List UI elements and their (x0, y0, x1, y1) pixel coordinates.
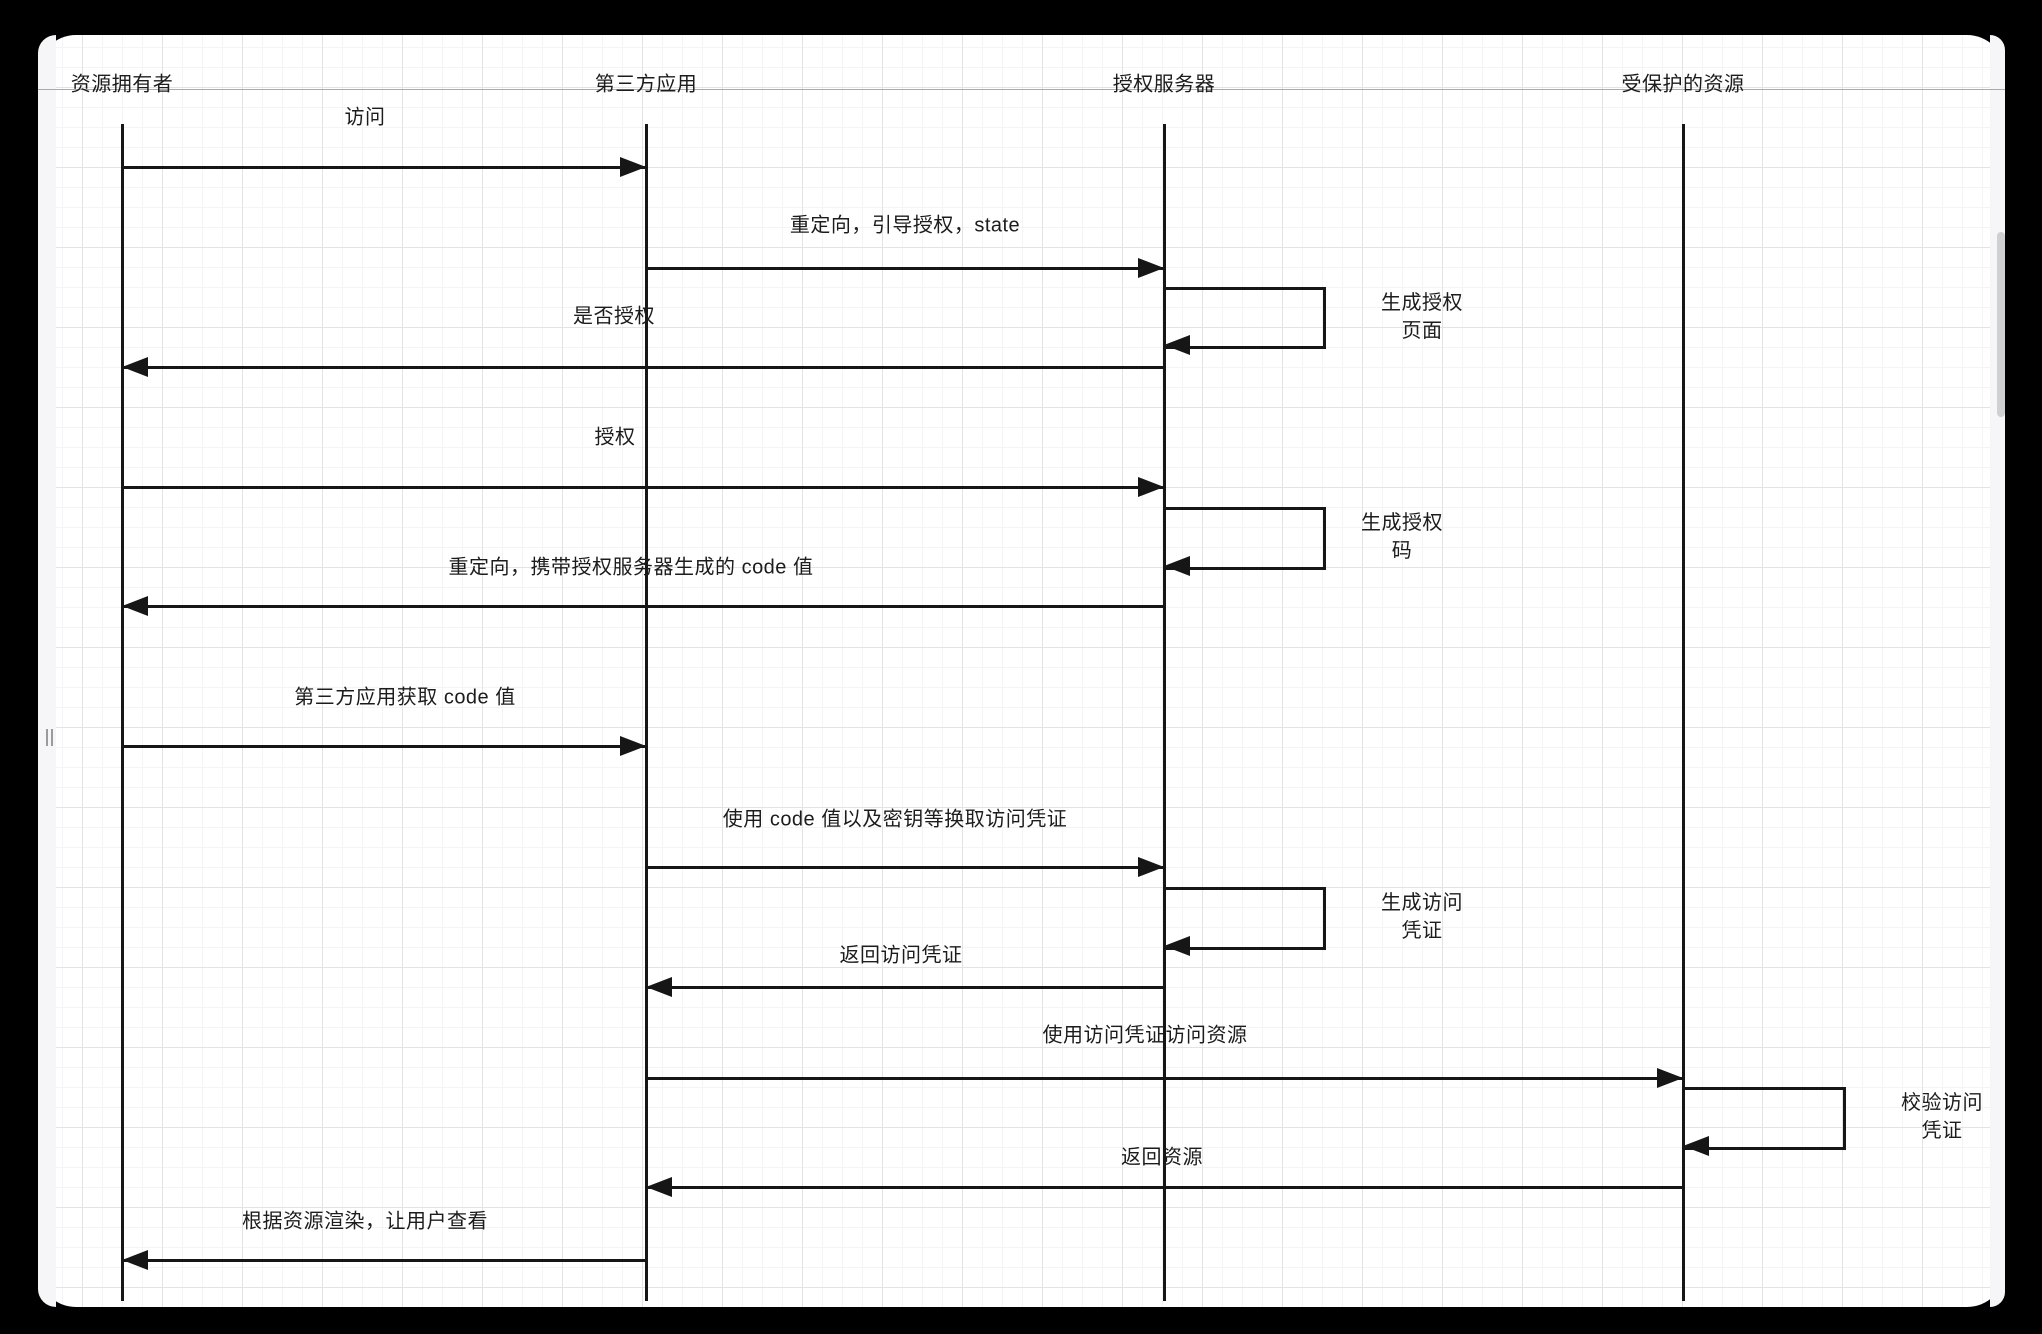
activation-box-1[interactable] (1164, 287, 1326, 349)
activation-label-2[interactable]: 生成授权码 (1361, 509, 1443, 565)
message-label-4[interactable]: 授权 (594, 426, 636, 449)
activation-return-arrowhead-3 (1164, 936, 1190, 956)
activation-label-1[interactable]: 生成授权页面 (1381, 289, 1463, 345)
message-line-7[interactable] (646, 865, 1164, 869)
message-arrowhead-8 (646, 977, 672, 997)
message-arrowhead-9 (1657, 1068, 1683, 1088)
message-arrowhead-7 (1138, 857, 1164, 877)
activation-label-line: 码 (1391, 540, 1413, 562)
activation-label-line: 凭证 (1401, 920, 1443, 942)
message-line-9[interactable] (646, 1076, 1683, 1080)
message-label-6[interactable]: 第三方应用获取 code 值 (294, 686, 516, 709)
activation-label-line: 校验访问 (1901, 1092, 1983, 1114)
message-arrowhead-5 (122, 596, 148, 616)
message-label-9[interactable]: 使用访问凭证访问资源 (1042, 1024, 1248, 1047)
vertical-scrollbar-thumb[interactable] (1997, 232, 2005, 417)
message-arrowhead-3 (122, 357, 148, 377)
message-line-8[interactable] (646, 985, 1164, 989)
message-label-3[interactable]: 是否授权 (573, 305, 655, 328)
message-arrowhead-4 (1138, 477, 1164, 497)
message-line-10[interactable] (646, 1185, 1683, 1189)
activation-label-line: 页面 (1401, 319, 1443, 342)
activation-box-3[interactable] (1164, 887, 1326, 950)
message-arrowhead-2 (1138, 258, 1164, 278)
message-line-11[interactable] (122, 1258, 646, 1262)
handle-bar (51, 729, 53, 746)
activation-label-3[interactable]: 生成访问凭证 (1381, 889, 1463, 945)
activation-label-line: 生成授权 (1361, 512, 1443, 534)
activation-label-4[interactable]: 校验访问凭证 (1901, 1089, 1983, 1145)
participant-label-2[interactable]: 第三方应用 (594, 73, 698, 96)
activation-label-line: 生成授权 (1381, 291, 1463, 314)
activation-return-arrowhead-4 (1683, 1136, 1709, 1156)
lifeline-2[interactable] (644, 124, 648, 1301)
activation-label-line: 生成访问 (1381, 892, 1463, 914)
message-arrowhead-11 (122, 1250, 148, 1270)
participant-label-1[interactable]: 资源拥有者 (70, 73, 174, 96)
message-arrowhead-1 (620, 157, 646, 177)
message-label-11[interactable]: 根据资源渲染，让用户查看 (242, 1210, 488, 1233)
message-line-4[interactable] (122, 485, 1164, 489)
message-line-5[interactable] (122, 604, 1164, 608)
participant-label-4[interactable]: 受保护的资源 (1621, 73, 1745, 96)
lifeline-3[interactable] (1162, 124, 1166, 1301)
message-line-6[interactable] (122, 744, 646, 748)
message-line-3[interactable] (122, 365, 1164, 369)
message-arrowhead-10 (646, 1177, 672, 1197)
participant-header-line (38, 89, 2005, 90)
message-label-10[interactable]: 返回资源 (1121, 1146, 1203, 1169)
message-line-1[interactable] (122, 165, 646, 169)
activation-label-line: 凭证 (1921, 1120, 1963, 1142)
message-label-8[interactable]: 返回访问凭证 (839, 944, 963, 967)
message-label-7[interactable]: 使用 code 值以及密钥等换取访问凭证 (722, 808, 1068, 831)
message-label-5[interactable]: 重定向，携带授权服务器生成的 code 值 (448, 556, 814, 579)
handle-bar (46, 729, 48, 746)
activation-return-arrowhead-1 (1164, 335, 1190, 355)
participant-label-3[interactable]: 授权服务器 (1112, 73, 1216, 96)
activation-return-arrowhead-2 (1164, 556, 1190, 576)
lifeline-4[interactable] (1681, 124, 1685, 1301)
message-label-2[interactable]: 重定向，引导授权，state (789, 214, 1021, 237)
left-gutter (38, 35, 56, 1307)
activation-box-2[interactable] (1164, 507, 1326, 570)
message-label-1[interactable]: 访问 (344, 106, 386, 129)
right-gutter (1990, 35, 2005, 1307)
message-line-2[interactable] (646, 266, 1164, 270)
activation-box-4[interactable] (1683, 1087, 1846, 1150)
side-drag-handle-icon[interactable] (46, 729, 53, 746)
lifeline-1[interactable] (120, 124, 124, 1301)
whiteboard-canvas[interactable]: 资源拥有者 第三方应用 授权服务器 受保护的资源访问重定向，引导授权，state 是否授… (38, 35, 2005, 1307)
message-arrowhead-6 (620, 736, 646, 756)
